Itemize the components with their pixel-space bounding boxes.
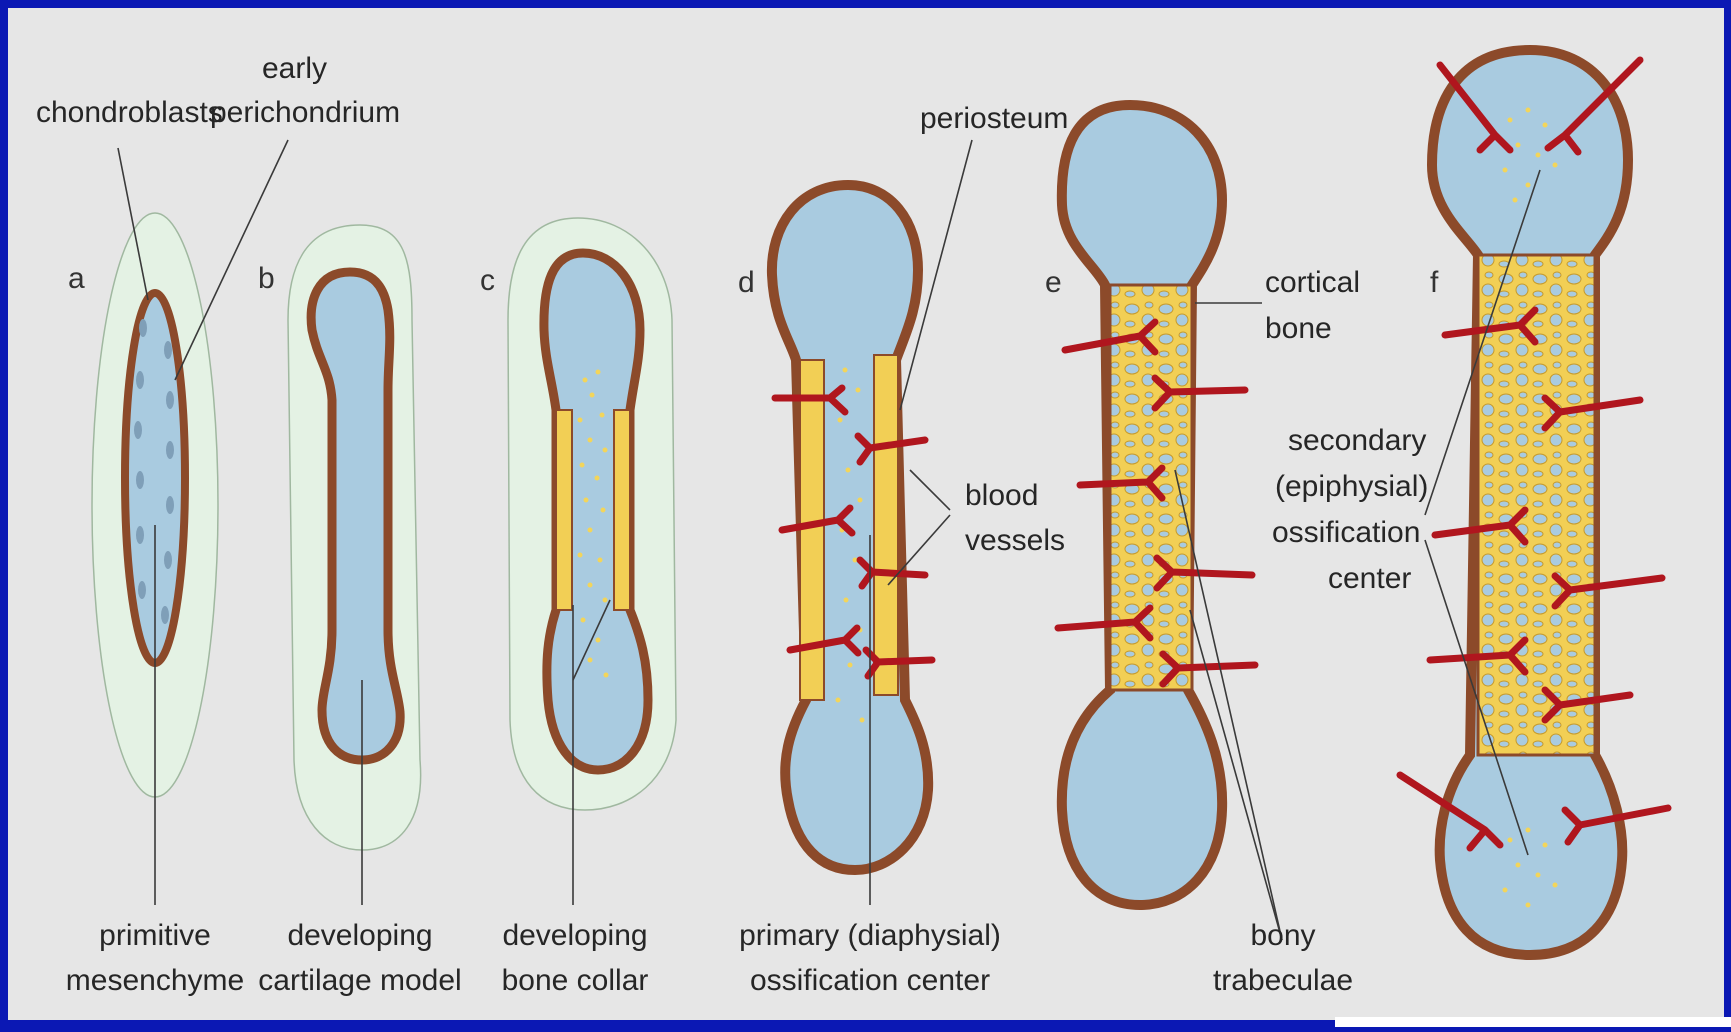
bone-collar-right — [874, 355, 898, 695]
caption-a-line2: mesenchyme — [66, 964, 244, 997]
panel-c — [508, 218, 676, 810]
caption-c-line1: developing — [502, 919, 647, 952]
caption-d-line2: ossification center — [750, 964, 990, 997]
label-epiphysial: (epiphysial) — [1275, 470, 1428, 503]
caption-b-line1: developing — [287, 919, 432, 952]
label-vessels: vessels — [965, 524, 1065, 557]
bone-collar-left — [556, 410, 572, 610]
caption-b-line2: cartilage model — [258, 964, 461, 997]
caption-c-line2: bone collar — [502, 964, 649, 997]
caption-e-line2: trabeculae — [1213, 964, 1353, 997]
label-cortical: cortical — [1265, 266, 1360, 299]
panel-letter-c: c — [480, 264, 495, 297]
panel-letter-b: b — [258, 262, 275, 295]
label-blood: blood — [965, 479, 1038, 512]
label-secondary: secondary — [1288, 424, 1426, 457]
label-periosteum: periosteum — [920, 102, 1068, 135]
label-early: early — [262, 52, 327, 85]
bottom-strip — [1335, 1017, 1731, 1027]
label-bone: bone — [1265, 312, 1332, 345]
panel-letter-f: f — [1430, 266, 1439, 299]
label-ossification: ossification — [1272, 516, 1420, 549]
panel-letter-a: a — [68, 262, 85, 295]
label-center: center — [1328, 562, 1411, 595]
bone-collar-right — [614, 410, 630, 610]
panel-letter-e: e — [1045, 266, 1062, 299]
label-chondroblasts: chondroblasts — [36, 96, 223, 129]
caption-d-line1: primary (diaphysial) — [739, 919, 1001, 952]
panel-letter-d: d — [738, 266, 755, 299]
panel-b — [288, 225, 421, 850]
caption-e-line1: bony — [1250, 919, 1315, 952]
label-perichondrium: perichondrium — [210, 96, 400, 129]
caption-a-line1: primitive — [99, 919, 211, 952]
